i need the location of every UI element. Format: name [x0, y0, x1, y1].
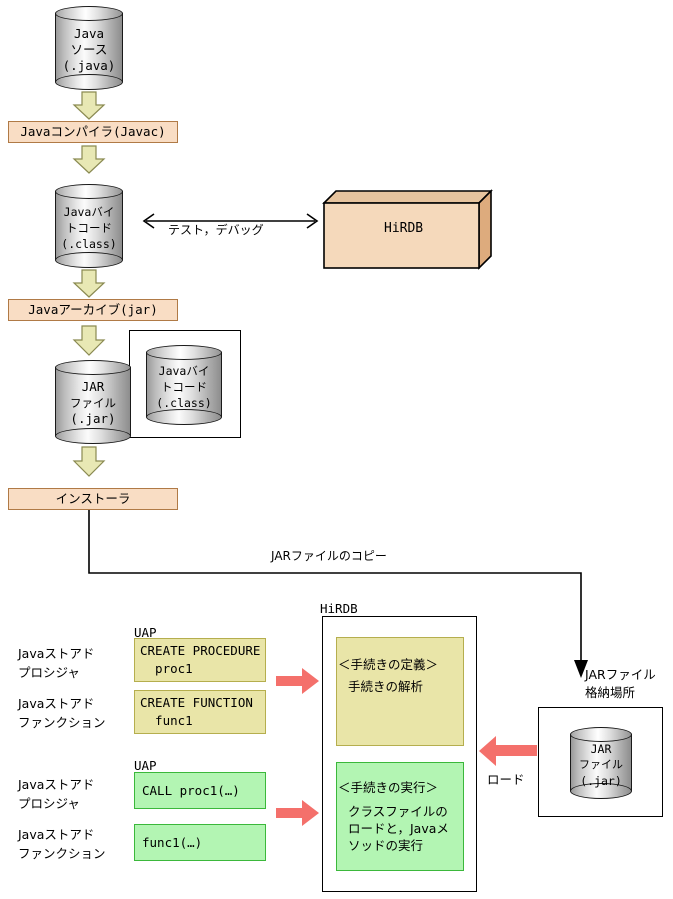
arrow-test-debug — [142, 213, 319, 229]
cylinder-bottom-ellipse — [146, 409, 222, 425]
procedure-execution-body1: クラスファイルの — [344, 804, 448, 819]
red-arrow-define — [276, 668, 319, 694]
cylinder-bytecode-in-jar: Javaバイ トコード (.class) — [146, 345, 222, 425]
red-arrow-load — [479, 736, 537, 766]
bytecode-in-jar-line1: Javaバイ — [158, 364, 210, 378]
uap-box-create-function-line1: CREATE FUNCTION — [140, 695, 253, 710]
jar-storage-line3: (.jar) — [580, 774, 622, 788]
uap-box-create-procedure-line2: proc1 — [140, 661, 193, 676]
procedure-definition-heading: ＜手続きの定義＞ — [338, 657, 439, 672]
java-source-line3: (.java) — [62, 58, 116, 73]
bytecode-in-jar-line2: トコード — [161, 380, 207, 394]
java-bytecode-line1: Javaバイ — [63, 205, 115, 219]
cylinder-top-ellipse — [55, 360, 131, 375]
label-stored-procedure-1-line2: プロシジャ — [18, 665, 80, 680]
caption-jar-storage-line1: JARファイル — [585, 667, 656, 682]
label-stored-function-1-line1: Javaストアド — [18, 696, 95, 711]
label-stored-procedure-2-line2: プロシジャ — [18, 796, 80, 811]
uap-box-call-proc1-line1: CALL proc1(…) — [142, 783, 240, 798]
box-procedure-definition — [336, 637, 464, 746]
jar-file-line3: (.jar) — [70, 411, 116, 426]
jar-storage-line2: ファイル — [579, 758, 623, 771]
label-stored-function-1-line2: ファンクション — [18, 715, 106, 730]
uap-box-create-function-line2: func1 — [140, 713, 193, 728]
arrow-compiler-to-bytecode — [72, 145, 106, 174]
caption-jar-storage-line2: 格納場所 — [585, 685, 636, 700]
cylinder-top-ellipse — [146, 345, 222, 360]
cylinder-bottom-ellipse — [55, 428, 131, 444]
procedure-execution-heading: ＜手続きの実行＞ — [338, 780, 439, 795]
arrow-bytecode-to-archive — [72, 269, 106, 298]
uap-box-create-procedure-line1: CREATE PROCEDURE — [140, 643, 261, 658]
arrow-archive-to-jar — [72, 325, 106, 356]
java-bytecode-line3: (.class) — [61, 237, 117, 251]
java-source-line2: ソース — [70, 42, 108, 57]
cylinder-body — [55, 367, 131, 436]
java-bytecode-line2: トコード — [66, 221, 112, 235]
label-test-debug: テスト，デバッグ — [168, 223, 264, 237]
bytecode-in-jar-line3: (.class) — [156, 396, 212, 410]
procedure-execution-body2: ロードと，Javaメ — [344, 821, 449, 836]
cylinder-bottom-ellipse — [55, 74, 123, 90]
uap-box-call-proc1[interactable]: CALL proc1(…) — [134, 772, 266, 809]
cylinder-java-bytecode: Javaバイ トコード (.class) — [55, 184, 123, 268]
jar-storage-line1: JAR — [590, 742, 612, 756]
block-hirdb — [322, 189, 493, 270]
box-java-compiler[interactable]: Javaコンパイラ(Javac) — [8, 121, 178, 143]
cylinder-top-ellipse — [55, 184, 123, 199]
cylinder-bottom-ellipse — [55, 252, 123, 268]
cylinder-top-ellipse — [570, 727, 632, 742]
uap-box-create-function[interactable]: CREATE FUNCTION func1 — [134, 690, 266, 734]
box-java-archive[interactable]: Javaアーカイブ(jar) — [8, 299, 178, 321]
cylinder-body — [146, 352, 222, 417]
procedure-execution-body3: ソッドの実行 — [344, 838, 423, 853]
uap-box-func1[interactable]: func1(…) — [134, 824, 266, 861]
procedure-definition-body: 手続きの解析 — [344, 679, 423, 694]
java-source-line1: Java — [73, 26, 105, 41]
label-stored-procedure-2-line1: Javaストアド — [18, 777, 95, 792]
cylinder-jar-file: JAR ファイル (.jar) — [55, 360, 131, 444]
cylinder-body — [55, 191, 123, 260]
arrow-source-to-compiler — [72, 91, 106, 120]
cylinder-bottom-ellipse — [570, 783, 632, 799]
label-jar-copy: JARファイルのコピー — [271, 549, 387, 563]
label-hirdb-block: HiRDB — [384, 221, 424, 236]
cylinder-top-ellipse — [55, 6, 123, 21]
caption-uap-2: UAP — [134, 758, 157, 773]
arrow-jar-to-installer — [72, 446, 106, 477]
connector-jar-copy — [88, 510, 588, 678]
uap-box-create-procedure[interactable]: CREATE PROCEDURE proc1 — [134, 638, 266, 682]
label-stored-procedure-1-line1: Javaストアド — [18, 646, 95, 661]
caption-uap-1: UAP — [134, 625, 157, 640]
jar-file-line2: ファイル — [70, 396, 116, 410]
red-arrow-execute — [276, 800, 319, 826]
cylinder-body — [570, 734, 632, 791]
jar-file-line1: JAR — [81, 379, 105, 394]
label-stored-function-2-line2: ファンクション — [18, 846, 106, 861]
uap-box-func1-line1: func1(…) — [142, 835, 203, 850]
cylinder-body — [55, 13, 123, 82]
box-installer[interactable]: インストーラ — [8, 488, 178, 510]
box-procedure-execution — [336, 762, 464, 871]
cylinder-jar-storage: JAR ファイル (.jar) — [570, 727, 632, 799]
label-load: ロード — [487, 772, 525, 787]
label-stored-function-2-line1: Javaストアド — [18, 827, 95, 842]
cylinder-java-source: Java ソース (.java) — [55, 6, 123, 90]
caption-hirdb-bottom: HiRDB — [320, 601, 358, 616]
